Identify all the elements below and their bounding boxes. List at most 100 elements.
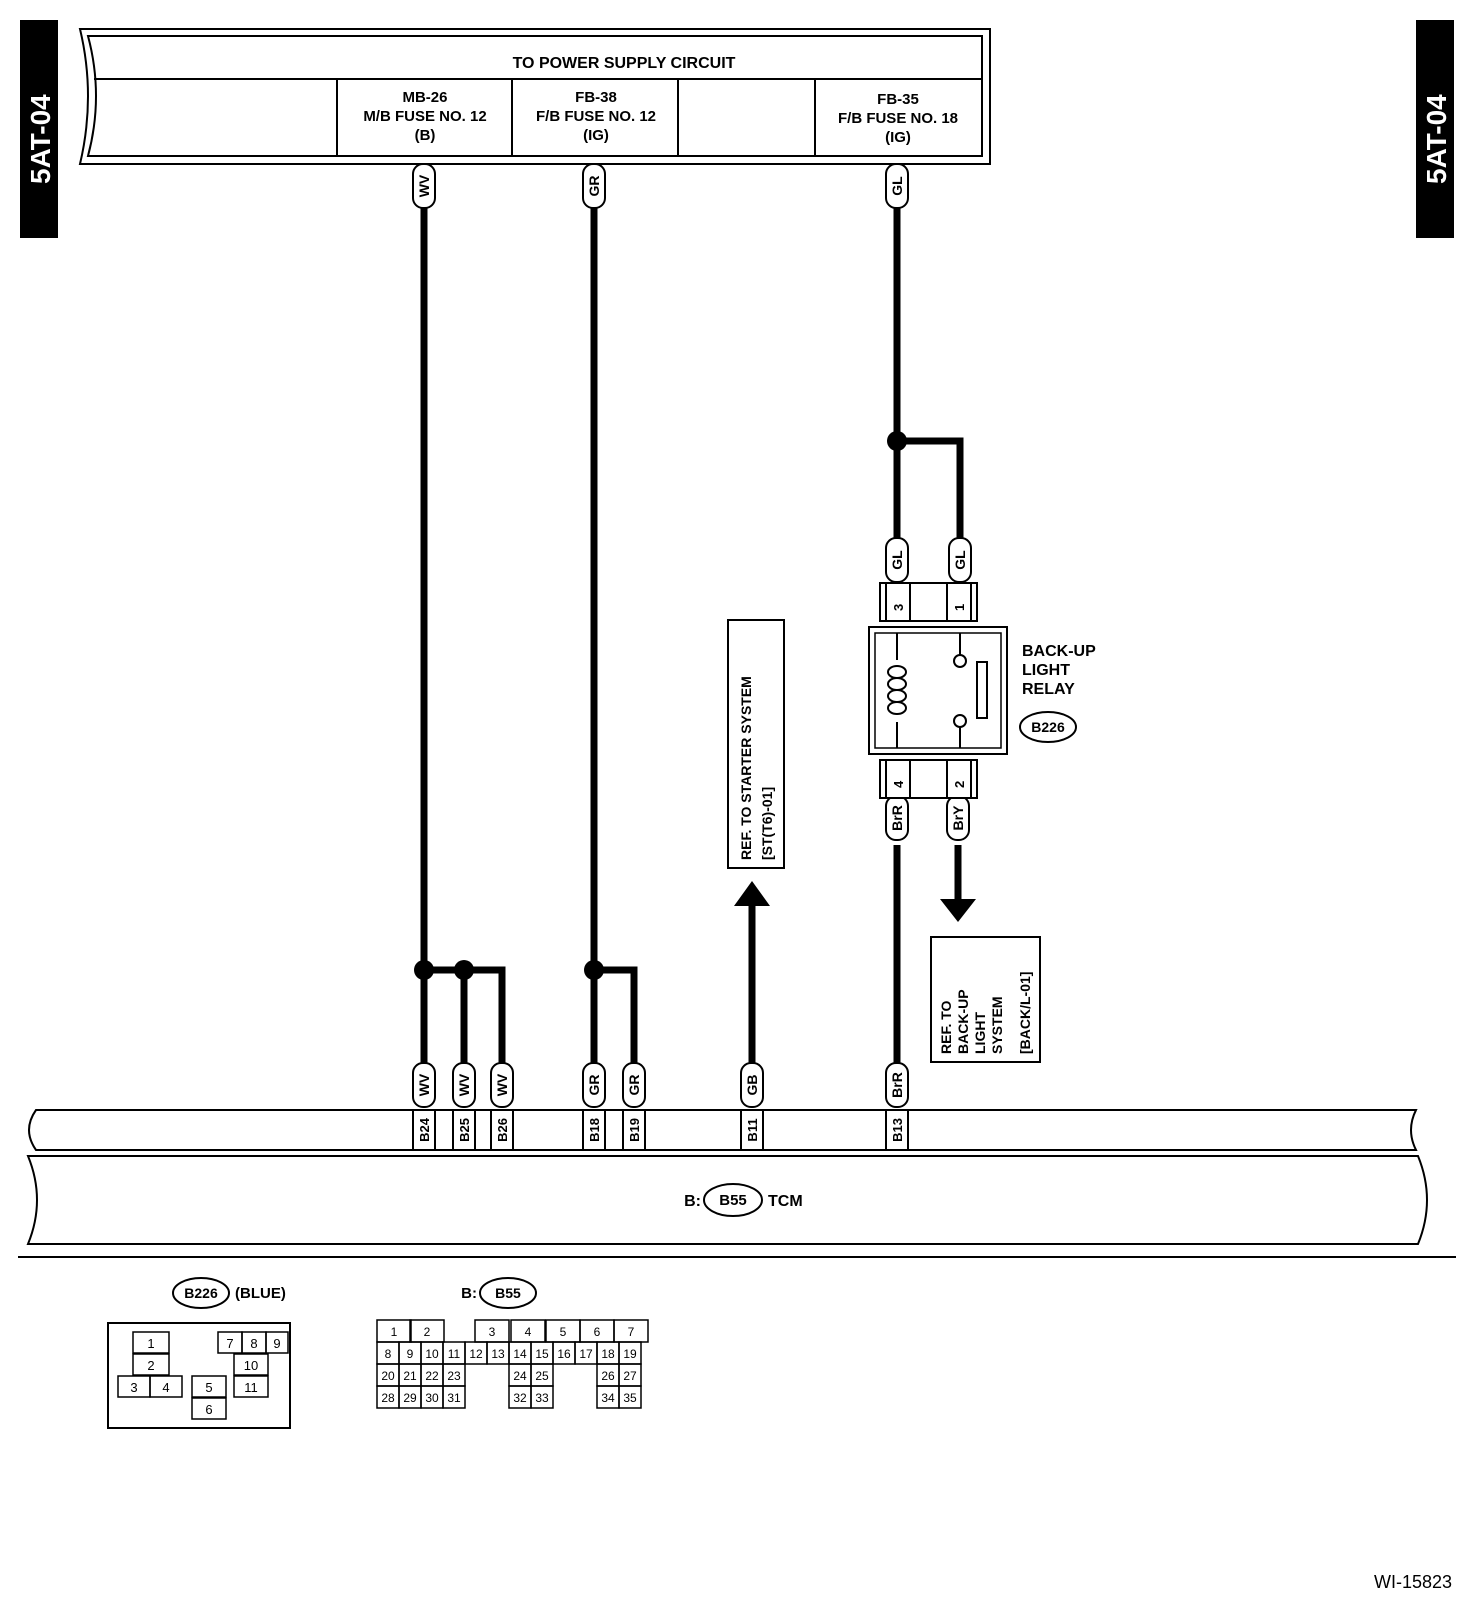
b55-pin-cell: 23 bbox=[442, 1363, 466, 1387]
ref-backup-line3: LIGHT bbox=[972, 1012, 988, 1054]
ref-starter-box: REF. TO STARTER SYSTEM [ST(T6)-01] bbox=[727, 619, 785, 869]
svg-text:10: 10 bbox=[244, 1358, 258, 1373]
svg-text:GL: GL bbox=[952, 550, 968, 570]
b55-pin-cell: 4 bbox=[510, 1319, 546, 1343]
relay-switch-bar bbox=[976, 661, 988, 719]
svg-text:11: 11 bbox=[244, 1380, 258, 1395]
wire-gr-b19 bbox=[594, 966, 638, 1066]
b55-pin-cell: 28 bbox=[376, 1385, 400, 1409]
b55-pin-cell: 22 bbox=[420, 1363, 444, 1387]
power-col-3-line1: FB-35 bbox=[877, 91, 919, 108]
relay-pin-2: 2 bbox=[952, 781, 967, 788]
tcm-pin-label: B25 bbox=[452, 1109, 476, 1151]
svg-text:16: 16 bbox=[557, 1347, 571, 1361]
svg-text:8: 8 bbox=[385, 1347, 392, 1361]
svg-text:11: 11 bbox=[448, 1347, 461, 1361]
b55-pin-cell: 17 bbox=[574, 1341, 598, 1365]
junction-dot bbox=[584, 960, 604, 980]
svg-text:7: 7 bbox=[628, 1325, 635, 1339]
svg-text:25: 25 bbox=[535, 1369, 549, 1383]
svg-text:21: 21 bbox=[403, 1369, 417, 1383]
wire-wv-b26 bbox=[464, 966, 506, 1066]
svg-text:32: 32 bbox=[513, 1391, 527, 1405]
relay-coil-icon bbox=[887, 665, 907, 715]
ref-backup-line5: [BACK/L-01] bbox=[1017, 972, 1033, 1054]
svg-text:26: 26 bbox=[601, 1369, 615, 1383]
relay-pin-4: 4 bbox=[891, 780, 906, 788]
wire-color-label: GR bbox=[582, 1062, 606, 1108]
wire-color-label: GL bbox=[885, 163, 909, 209]
b226-pin-cell: 9 bbox=[265, 1331, 289, 1354]
tcm-connector-oval bbox=[703, 1183, 763, 1217]
svg-text:15: 15 bbox=[535, 1347, 549, 1361]
svg-text:35: 35 bbox=[623, 1391, 637, 1405]
b55-pin-cell: 21 bbox=[398, 1363, 422, 1387]
tcm-pin-label: B13 bbox=[885, 1109, 909, 1151]
side-tab-left-label: 5AT-04 bbox=[25, 94, 56, 184]
b55-pin-cell: 31 bbox=[442, 1385, 466, 1409]
svg-text:4: 4 bbox=[162, 1380, 169, 1395]
svg-text:B11: B11 bbox=[745, 1118, 760, 1141]
svg-text:8: 8 bbox=[250, 1336, 257, 1351]
b226-pin-cell: 3 bbox=[117, 1375, 151, 1398]
wire-color-label: BrR bbox=[885, 795, 909, 841]
b55-pin-cell: 18 bbox=[596, 1341, 620, 1365]
svg-text:9: 9 bbox=[273, 1336, 280, 1351]
svg-text:7: 7 bbox=[226, 1336, 233, 1351]
junction-dot bbox=[414, 960, 434, 980]
svg-text:5: 5 bbox=[205, 1380, 212, 1395]
b226-pin-cell: 10 bbox=[233, 1353, 269, 1376]
svg-text:12: 12 bbox=[469, 1347, 483, 1361]
svg-text:B19: B19 bbox=[627, 1118, 642, 1142]
svg-text:6: 6 bbox=[594, 1325, 601, 1339]
power-col-2-line2: F/B FUSE NO. 12 bbox=[536, 108, 656, 125]
svg-text:GL: GL bbox=[889, 550, 905, 570]
b226-pin-cell: 5 bbox=[191, 1375, 227, 1398]
power-supply-box: TO POWER SUPPLY CIRCUIT MB-26 M/B FUSE N… bbox=[78, 28, 991, 165]
arrow-down-backup bbox=[940, 899, 976, 922]
b55-pin-cell: 32 bbox=[508, 1385, 532, 1409]
wire-color-label: GR bbox=[622, 1062, 646, 1108]
b55-pin-cell: 2 bbox=[409, 1319, 445, 1343]
side-tab-right: 5AT-04 bbox=[1416, 20, 1454, 238]
svg-text:18: 18 bbox=[601, 1347, 615, 1361]
b55-pin-cell: 5 bbox=[545, 1319, 581, 1343]
legend-b226-id: B226 bbox=[184, 1285, 218, 1301]
backup-light-relay: 3 1 4 2 BACK-UP LIGHT RELAY B226 bbox=[868, 582, 1096, 799]
svg-text:BrY: BrY bbox=[950, 805, 966, 831]
b55-pin-cell: 11 bbox=[442, 1341, 466, 1365]
b55-pin-cell: 16 bbox=[552, 1341, 576, 1365]
b55-pin-cell: 10 bbox=[420, 1341, 444, 1365]
svg-text:3: 3 bbox=[489, 1325, 496, 1339]
tcm-pin-label: B26 bbox=[490, 1109, 514, 1151]
svg-text:GR: GR bbox=[626, 1075, 642, 1096]
power-col-2-line3: (IG) bbox=[583, 127, 609, 144]
tcm-pin-label: B18 bbox=[582, 1109, 606, 1151]
arrow-up-starter bbox=[734, 881, 770, 906]
svg-text:17: 17 bbox=[579, 1347, 593, 1361]
b55-pin-cell: 1 bbox=[376, 1319, 412, 1343]
junctions bbox=[414, 431, 907, 980]
power-col-3-line2: F/B FUSE NO. 18 bbox=[838, 110, 958, 127]
b55-pin-cell: 30 bbox=[420, 1385, 444, 1409]
wire-color-label: GR bbox=[582, 163, 606, 209]
ref-backup-line1: REF. TO bbox=[938, 1000, 954, 1054]
tcm-pin-label: B24 bbox=[412, 1109, 436, 1151]
wire-gl-branch bbox=[897, 437, 964, 545]
tcm-name: TCM bbox=[768, 1193, 803, 1210]
svg-text:22: 22 bbox=[425, 1369, 439, 1383]
b55-pin-cell: 34 bbox=[596, 1385, 620, 1409]
junction-dot bbox=[887, 431, 907, 451]
legend-b55-prefix: B: bbox=[461, 1285, 477, 1302]
side-tab-right-label: 5AT-04 bbox=[1421, 94, 1452, 184]
b55-pin-cell: 25 bbox=[530, 1363, 554, 1387]
b226-pin-cell: 8 bbox=[241, 1331, 267, 1354]
svg-text:GR: GR bbox=[586, 176, 602, 197]
power-col-1-line1: MB-26 bbox=[402, 89, 447, 106]
wire-color-label: GL bbox=[948, 537, 972, 583]
svg-text:3: 3 bbox=[130, 1380, 137, 1395]
ref-backup-line4: SYSTEM bbox=[989, 996, 1005, 1054]
b55-pin-cell: 12 bbox=[464, 1341, 488, 1365]
